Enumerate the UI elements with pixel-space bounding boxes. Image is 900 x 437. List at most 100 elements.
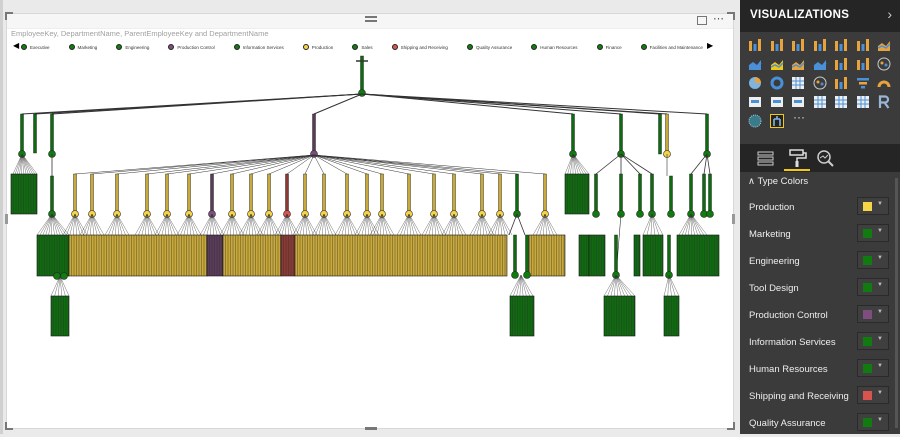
tree-link bbox=[370, 214, 382, 235]
legend-label: Sales bbox=[361, 45, 372, 50]
legend-next-arrow-icon[interactable]: ▶ bbox=[707, 42, 713, 50]
legend-item[interactable]: Human Resources bbox=[531, 44, 577, 50]
color-picker-dropdown[interactable]: ▼ bbox=[857, 305, 889, 323]
hierarchy-tree-icon[interactable] bbox=[770, 114, 784, 128]
resize-handle-top-right[interactable] bbox=[727, 12, 735, 20]
tree-link bbox=[135, 214, 147, 235]
legend-dot-icon bbox=[69, 44, 75, 50]
legend-label: Human Resources bbox=[540, 45, 577, 50]
type-color-label: Human Resources bbox=[749, 364, 828, 375]
treemap-icon[interactable] bbox=[791, 76, 805, 90]
leaf-block bbox=[565, 174, 589, 214]
stacked-bar-icon[interactable] bbox=[748, 38, 762, 52]
stacked-area-icon[interactable] bbox=[770, 57, 784, 71]
dropdown-caret-icon: ▼ bbox=[877, 336, 883, 342]
donut-icon[interactable] bbox=[770, 76, 784, 90]
drag-handle-icon[interactable] bbox=[365, 16, 377, 24]
node-circle[interactable] bbox=[512, 272, 519, 279]
more-visuals-button[interactable]: ··· bbox=[793, 110, 805, 124]
tree-link bbox=[669, 275, 679, 296]
legend-item[interactable]: Facilities and Maintenance bbox=[641, 44, 703, 50]
node-circle[interactable] bbox=[637, 211, 644, 218]
map-icon[interactable] bbox=[813, 76, 827, 90]
r-visual-icon[interactable] bbox=[877, 95, 891, 109]
color-picker-dropdown[interactable]: ▼ bbox=[857, 332, 889, 350]
legend-item[interactable]: Information Services bbox=[234, 44, 284, 50]
clustered-column-icon[interactable] bbox=[813, 38, 827, 52]
analytics-magnifier-icon[interactable] bbox=[814, 148, 838, 168]
matrix-icon[interactable] bbox=[856, 95, 870, 109]
pane-scrollbar[interactable] bbox=[895, 178, 898, 428]
more-options-icon[interactable]: ⋯ bbox=[713, 12, 725, 25]
ribbon-icon[interactable] bbox=[834, 57, 848, 71]
area-chart-icon[interactable] bbox=[748, 57, 762, 71]
card-icon[interactable] bbox=[748, 95, 762, 109]
scatter-icon[interactable] bbox=[877, 57, 891, 71]
legend-dot-icon bbox=[352, 44, 358, 50]
line-column-icon[interactable] bbox=[791, 57, 805, 71]
legend-item[interactable]: Engineering bbox=[116, 44, 149, 50]
100-bar-icon[interactable] bbox=[834, 38, 848, 52]
color-picker-dropdown[interactable]: ▼ bbox=[857, 359, 889, 377]
legend-prev-arrow-icon[interactable]: ◀ bbox=[13, 42, 19, 50]
node-circle[interactable] bbox=[593, 211, 600, 218]
filled-map-icon[interactable] bbox=[834, 76, 848, 90]
pie-icon[interactable] bbox=[748, 76, 762, 90]
color-picker-dropdown[interactable]: ▼ bbox=[857, 197, 889, 215]
legend-item[interactable]: Production Control bbox=[168, 44, 214, 50]
tree-stem bbox=[313, 114, 316, 154]
color-picker-dropdown[interactable]: ▼ bbox=[857, 386, 889, 404]
tree-link bbox=[679, 214, 691, 235]
node-circle[interactable] bbox=[707, 211, 714, 218]
fields-tab-icon[interactable] bbox=[754, 148, 778, 168]
node-circle[interactable] bbox=[61, 273, 68, 280]
line-chart-icon[interactable] bbox=[877, 38, 891, 52]
funnel-icon[interactable] bbox=[856, 76, 870, 90]
legend-item[interactable]: Executive bbox=[21, 44, 50, 50]
tree-stem bbox=[481, 174, 484, 214]
line-clustered-column-icon[interactable] bbox=[813, 57, 827, 71]
resize-handle-bottom-left[interactable] bbox=[5, 422, 13, 430]
color-picker-dropdown[interactable]: ▼ bbox=[857, 278, 889, 296]
section-collapse-chevron-icon: ∧ bbox=[748, 176, 755, 187]
slicer-icon[interactable] bbox=[813, 95, 827, 109]
table-icon[interactable] bbox=[834, 95, 848, 109]
tree-link bbox=[92, 155, 314, 174]
resize-handle-bottom-right[interactable] bbox=[727, 422, 735, 430]
tree-link bbox=[573, 154, 578, 174]
globe-icon[interactable] bbox=[748, 114, 762, 128]
focus-mode-icon[interactable] bbox=[697, 16, 707, 25]
tree-link bbox=[52, 214, 63, 235]
dropdown-caret-icon: ▼ bbox=[877, 228, 883, 234]
node-circle[interactable] bbox=[524, 272, 531, 279]
color-picker-dropdown[interactable]: ▼ bbox=[857, 413, 889, 431]
legend-label: Executive bbox=[30, 45, 50, 50]
type-colors-section-header[interactable]: ∧ Type Colors bbox=[748, 176, 808, 187]
legend-item[interactable]: Finance bbox=[597, 44, 622, 50]
color-swatch bbox=[863, 310, 872, 319]
legend-item[interactable]: Sales bbox=[352, 44, 372, 50]
resize-handle-top-left[interactable] bbox=[5, 12, 13, 20]
legend-item[interactable]: Quality Assurance bbox=[467, 44, 512, 50]
legend-dot-icon bbox=[234, 44, 240, 50]
tree-link bbox=[314, 155, 482, 174]
clustered-bar-icon[interactable] bbox=[791, 38, 805, 52]
node-circle[interactable] bbox=[668, 211, 675, 218]
100-column-icon[interactable] bbox=[856, 38, 870, 52]
multirow-card-icon[interactable] bbox=[770, 95, 784, 109]
color-picker-dropdown[interactable]: ▼ bbox=[857, 224, 889, 242]
stacked-column-icon[interactable] bbox=[770, 38, 784, 52]
collapse-pane-chevron-icon[interactable]: › bbox=[887, 6, 892, 22]
resize-handle-bottom[interactable] bbox=[365, 427, 377, 430]
format-paint-roller-icon[interactable] bbox=[785, 148, 809, 168]
kpi-icon[interactable] bbox=[791, 95, 805, 109]
tree-stem bbox=[706, 114, 709, 154]
legend-item[interactable]: Shipping and Receiving bbox=[392, 44, 448, 50]
hierarchy-visual[interactable]: ⋯ EmployeeKey, DepartmentName, ParentEmp… bbox=[6, 13, 734, 429]
waterfall-icon[interactable] bbox=[856, 57, 870, 71]
legend-dot-icon bbox=[303, 44, 309, 50]
color-picker-dropdown[interactable]: ▼ bbox=[857, 251, 889, 269]
legend-item[interactable]: Marketing bbox=[69, 44, 98, 50]
gauge-icon[interactable] bbox=[877, 76, 891, 90]
legend-item[interactable]: Production bbox=[303, 44, 334, 50]
